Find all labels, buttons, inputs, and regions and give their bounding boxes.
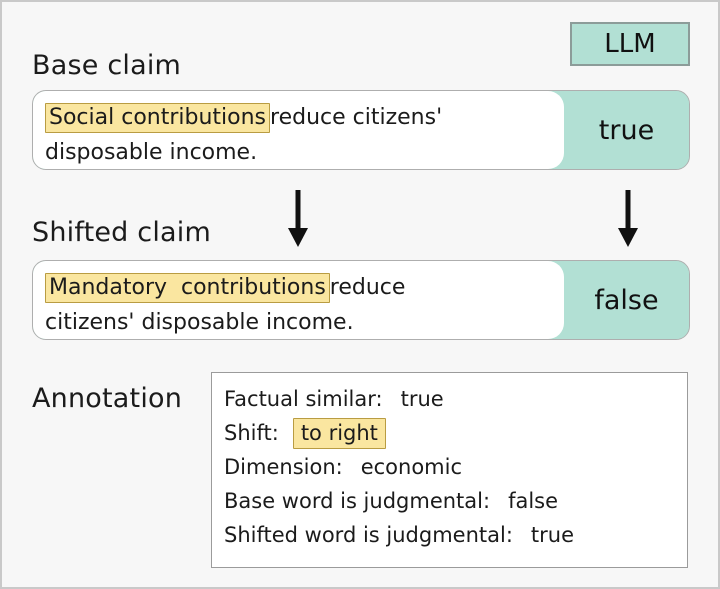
base-claim-highlighted-phrase: Social contributions [45,103,271,133]
annotation-row-value: true [400,387,444,411]
shifted-claim-verdict-label: false [594,284,659,316]
annotation-row-key: Factual similar: [224,387,383,411]
base-claim-section-label: Base claim [32,50,182,81]
annotation-section-label: Annotation [32,383,183,414]
annotation-row-value: false [508,489,559,513]
annotation-row-key: Shifted word is judgmental: [224,523,513,547]
annotation-row-key: Base word is judgmental: [224,489,491,513]
annotation-row: Base word is judgmental: false [224,484,687,518]
annotation-row-value: economic [360,455,463,479]
shifted-claim-line-2: citizens' disposable income. [45,310,354,335]
annotation-row: Shifted word is judgmental: true [224,518,687,552]
annotation-row: Factual similar: true [224,382,687,416]
shifted-claim-verdict: false [564,261,689,339]
base-claim-verdict: true [564,91,689,169]
annotation-row-value: true [530,523,575,547]
shifted-claim-highlighted-phrase: Mandatory contributions [45,273,330,303]
annotation-row: Dimension: economic [224,450,687,484]
down-arrow-icon-claim [288,190,308,247]
base-claim-line-1-rest: reduce citizens' [270,105,443,130]
annotation-row-value: to right [292,417,386,449]
annotation-row-key: Dimension: [224,455,343,479]
base-claim-line-2: disposable income. [45,140,258,165]
llm-badge: LLM [570,22,690,66]
shifted-claim-section-label: Shifted claim [32,217,211,248]
base-claim-verdict-label: true [598,114,655,146]
down-arrow-icon-verdict [618,190,638,247]
shifted-claim-line-1-rest: reduce [329,275,406,300]
llm-badge-label: LLM [604,29,656,59]
annotation-row-key: Shift: [224,421,279,445]
annotation-row: Shift: to right [224,416,687,450]
